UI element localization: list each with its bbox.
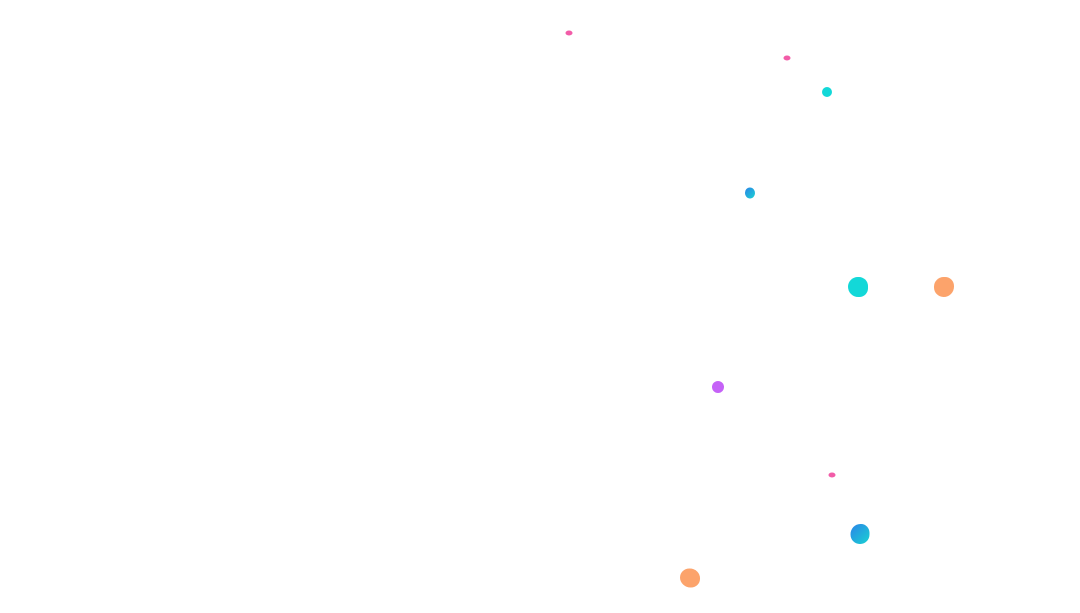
orange-blob-1 — [934, 277, 954, 297]
blue-blob-1 — [850, 524, 870, 544]
cyan-blob-1 — [848, 277, 868, 297]
pink-dot-2 — [783, 55, 791, 61]
purple-dot-1 — [712, 381, 724, 393]
pink-dot-1 — [565, 30, 573, 36]
blue-dot-1 — [745, 187, 755, 199]
cyan-dot-1 — [822, 87, 832, 97]
orange-blob-2 — [680, 568, 700, 588]
pink-dot-3 — [828, 472, 836, 478]
